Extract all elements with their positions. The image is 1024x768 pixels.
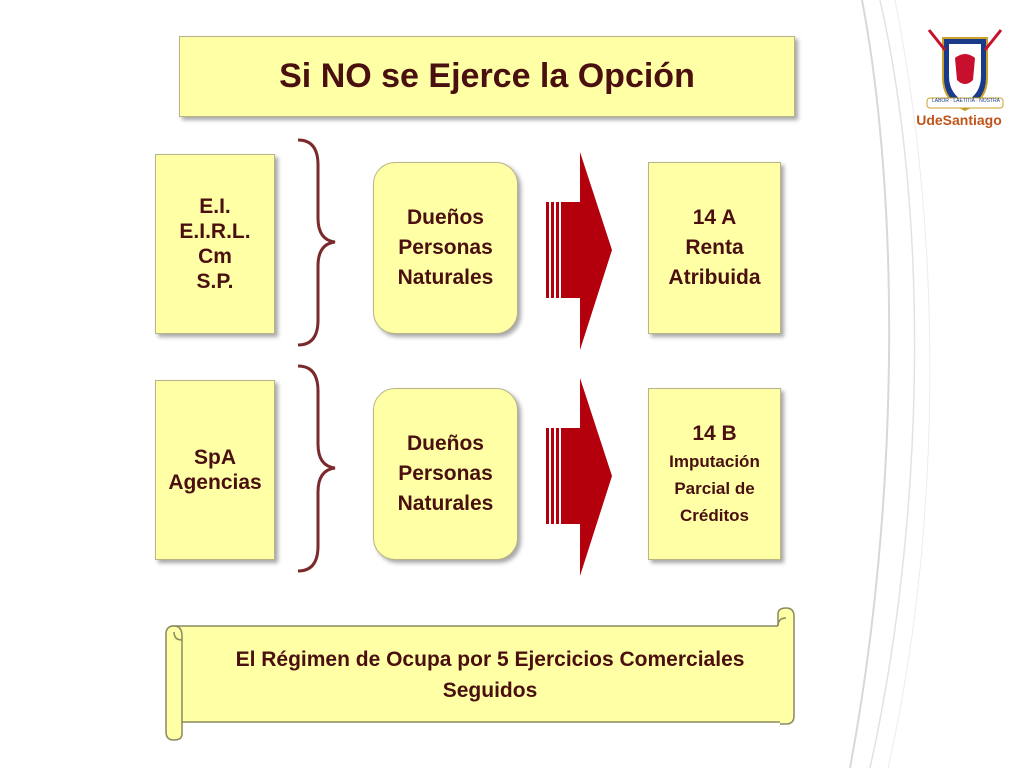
arrow-right-icon-2 [546,378,612,576]
brace-1 [297,138,336,347]
entity-types-box-2: SpA Agencias [155,380,275,560]
regime-14b-label: 14 B [692,421,737,445]
entity-types-box-1: E.I. E.I.R.L. Cm S.P. [155,154,275,334]
arrow-right-icon-1 [546,152,612,350]
owners-box-1: Dueños Personas Naturales [373,162,518,334]
university-logo-text: UdeSantiago [914,112,1004,128]
regime-14b-description: Imputación Parcial de Créditos [669,451,760,525]
banner-text: El Régimen de Ocupa por 5 Ejercicios Com… [235,648,745,702]
brace-2 [297,364,336,573]
scroll-banner-shape [165,607,795,741]
regime-box-14a: 14 A Renta Atribuida [648,162,781,334]
university-crest-icon [926,29,1004,112]
page-title: Si NO se Ejerce la Opción [179,36,795,117]
logo-santiago: Santiago [942,112,1002,128]
owners-box-2: Dueños Personas Naturales [373,388,518,560]
regime-box-14b: 14 B Imputación Parcial de Créditos [648,388,781,560]
logo-ude: Ude [916,112,943,128]
logo-motto: LABOR · LAETITIA · NOSTRA [931,98,1001,104]
